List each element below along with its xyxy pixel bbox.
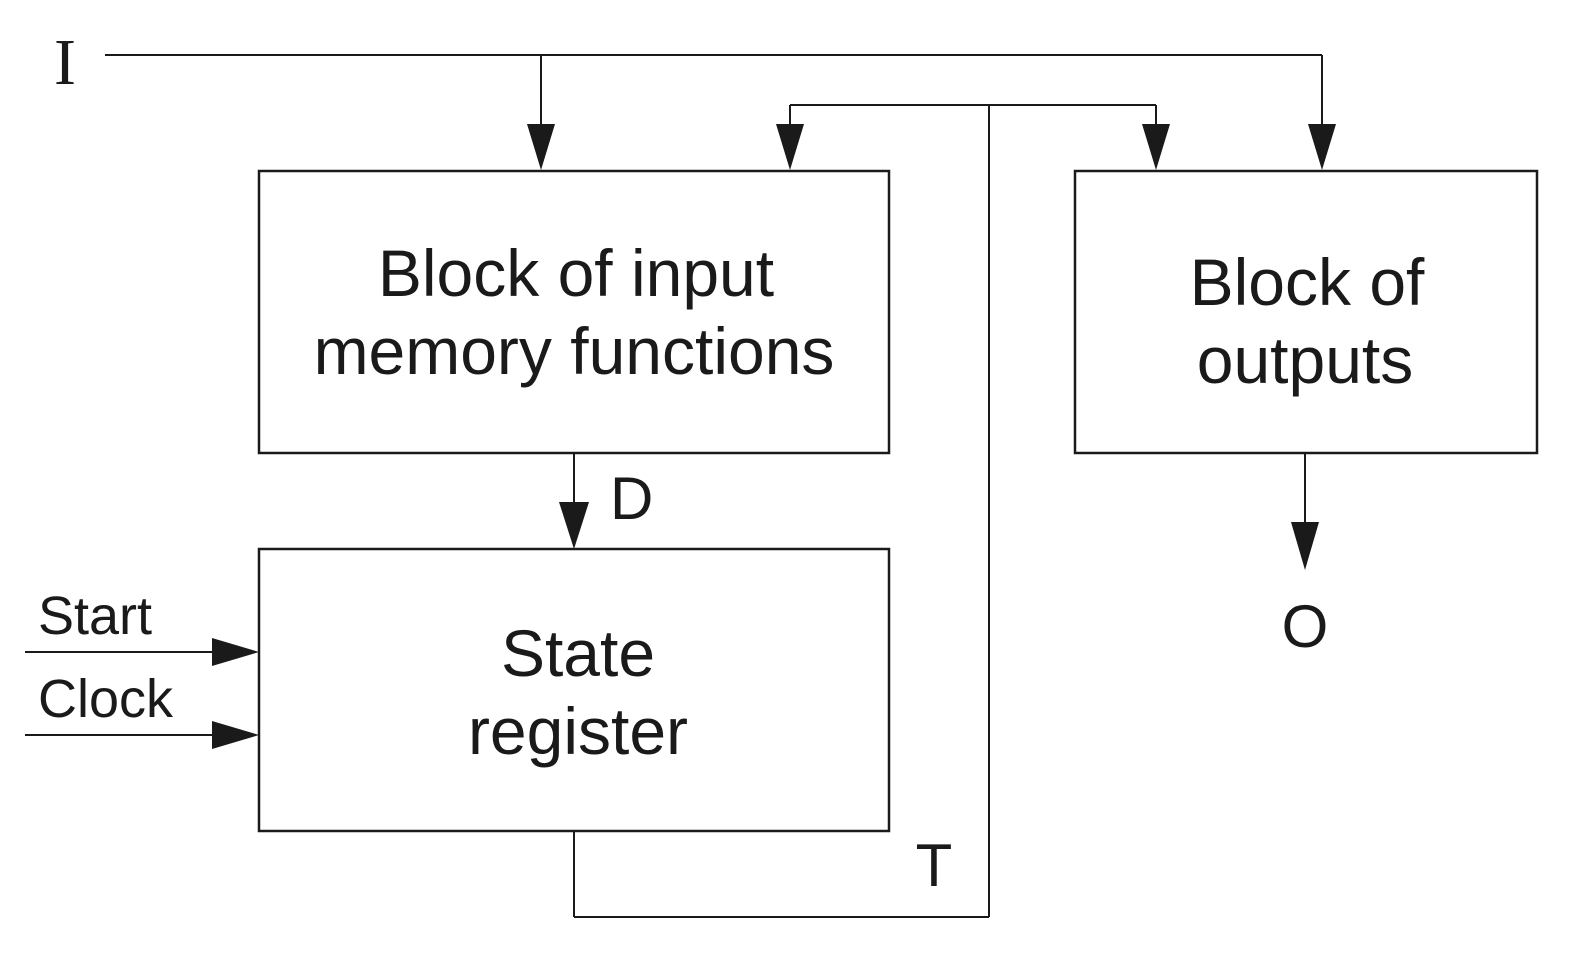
outputs-block bbox=[1073, 169, 1539, 455]
clock-signal-label: Clock bbox=[38, 669, 174, 729]
input-signal-label: I bbox=[54, 26, 76, 99]
state-register-block bbox=[257, 547, 891, 833]
t-signal-label: T bbox=[916, 832, 953, 899]
outputs-block-label-line2: outputs bbox=[1197, 323, 1414, 397]
output-signal-arrow bbox=[1291, 522, 1319, 570]
input-memory-functions-block bbox=[257, 169, 891, 455]
input-arrow-to-memory-block bbox=[527, 124, 555, 170]
state-arrow-to-output-block bbox=[1142, 124, 1170, 170]
output-signal-label: O bbox=[1282, 593, 1329, 660]
input-arrow-to-output-block bbox=[1308, 124, 1336, 170]
state-feedback-bus bbox=[573, 104, 1157, 918]
d-signal-label: D bbox=[610, 465, 653, 532]
outputs-block-label-line1: Block of bbox=[1190, 245, 1425, 319]
state-arrow-to-memory-block bbox=[776, 124, 804, 170]
state-register-label-line1: State bbox=[501, 616, 655, 690]
start-signal-label: Start bbox=[38, 586, 152, 646]
input-memory-block-label-line2: memory functions bbox=[314, 314, 835, 388]
input-bus bbox=[105, 54, 1323, 126]
start-signal-arrow bbox=[212, 638, 259, 666]
clock-signal-arrow bbox=[212, 721, 259, 749]
state-register-label-line2: register bbox=[468, 694, 688, 768]
input-memory-block-label-line1: Block of input bbox=[378, 236, 774, 310]
d-signal-arrow bbox=[559, 502, 589, 549]
